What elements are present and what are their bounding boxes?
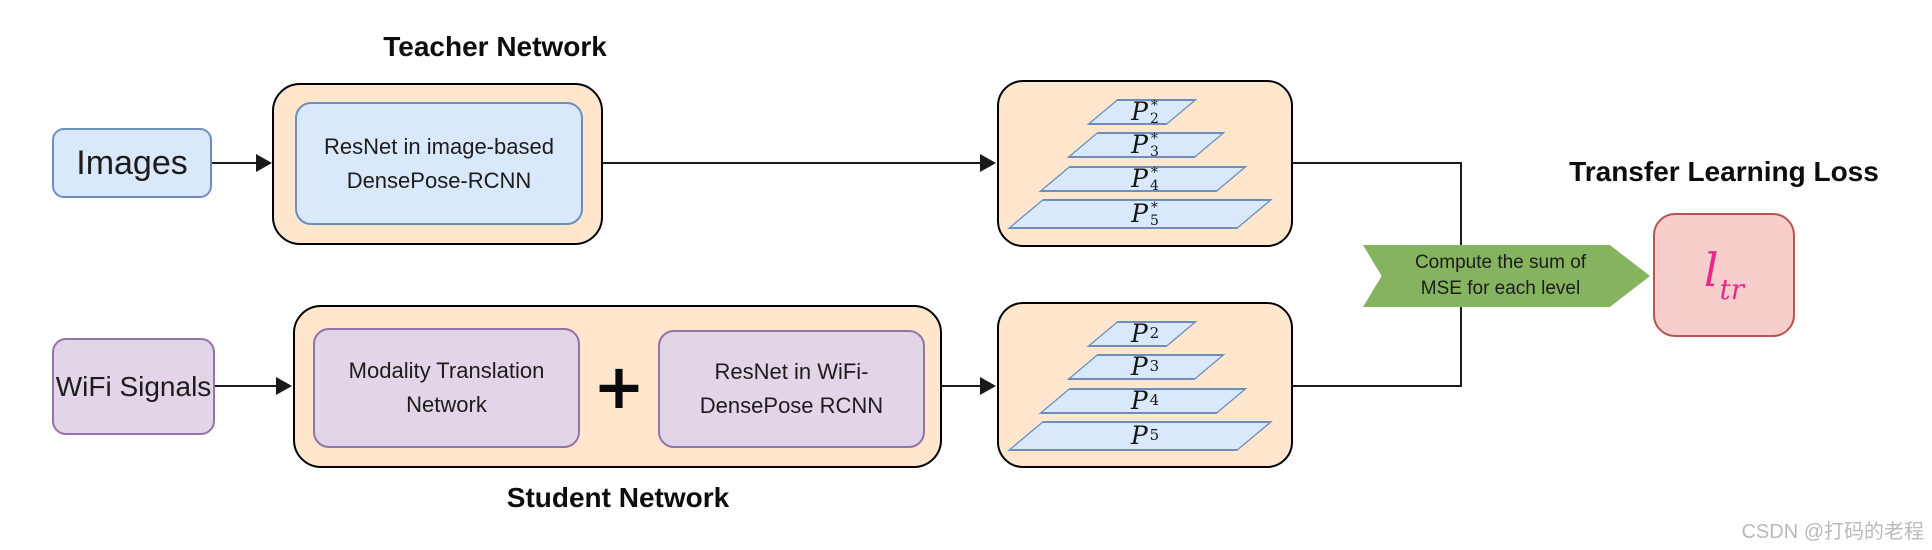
- images-input-box: Images: [52, 128, 212, 198]
- arrow-teacher-to-fpn-line: [603, 162, 981, 164]
- transfer-learning-loss-title: Transfer Learning Loss: [1569, 156, 1879, 187]
- arrow-teacher-to-fpn-head: [980, 154, 996, 172]
- arrow-student-to-fpn-line: [942, 385, 980, 387]
- connector-teacher-fpn-line: [1293, 162, 1462, 164]
- teacher-resnet-box: ResNet in image-based DensePose-RCNN: [295, 102, 583, 225]
- modality-translation-box: Modality Translation Network: [313, 328, 580, 448]
- modality-translation-line2: Network: [406, 392, 487, 417]
- teacher-resnet-line2: DensePose-RCNN: [346, 167, 532, 193]
- images-label: Images: [76, 143, 188, 182]
- wifi-signals-input-box: WiFi Signals: [52, 338, 215, 435]
- student-network-title: Student Network: [506, 482, 730, 513]
- mse-banner-line2: MSE for each level: [1420, 278, 1581, 299]
- plus-sign: +: [593, 349, 645, 423]
- arrow-wifi-to-student-line: [215, 385, 277, 387]
- mse-banner-arrow: Compute the sum of MSE for each level: [1363, 245, 1650, 307]
- teacher-fpn-label-p4: P*4: [1131, 163, 1159, 194]
- student-resnet-box: ResNet in WiFi- DensePose RCNN: [658, 330, 925, 448]
- csdn-watermark: CSDN @打码的老程: [1741, 521, 1924, 543]
- loss-symbol: ltr: [1703, 242, 1745, 306]
- arrow-student-to-fpn-head: [980, 377, 996, 395]
- teacher-fpn-label-p2: P*2: [1131, 96, 1159, 127]
- student-resnet-line2: DensePose RCNN: [699, 393, 884, 418]
- teacher-fpn-label-p3: P*3: [1131, 129, 1159, 160]
- arrow-wifi-to-student-head: [276, 377, 292, 395]
- teacher-fpn-box: P*2 P*3 P*4 P*5: [997, 80, 1293, 247]
- teacher-resnet-line1: ResNet in image-based: [324, 133, 554, 159]
- connector-student-fpn-line: [1293, 385, 1460, 387]
- modality-translation-line1: Modality Translation: [348, 358, 545, 383]
- wifi-signals-label: WiFi Signals: [55, 370, 212, 402]
- arrow-images-to-teacher-head: [256, 154, 272, 172]
- transfer-loss-box: ltr: [1653, 213, 1795, 337]
- arrow-images-to-teacher-line: [212, 162, 258, 164]
- student-resnet-line1: ResNet in WiFi-: [714, 359, 869, 384]
- mse-banner-line1: Compute the sum of: [1414, 252, 1587, 274]
- teacher-network-title: Teacher Network: [383, 31, 607, 62]
- teacher-fpn-label-p5: P*5: [1131, 198, 1159, 229]
